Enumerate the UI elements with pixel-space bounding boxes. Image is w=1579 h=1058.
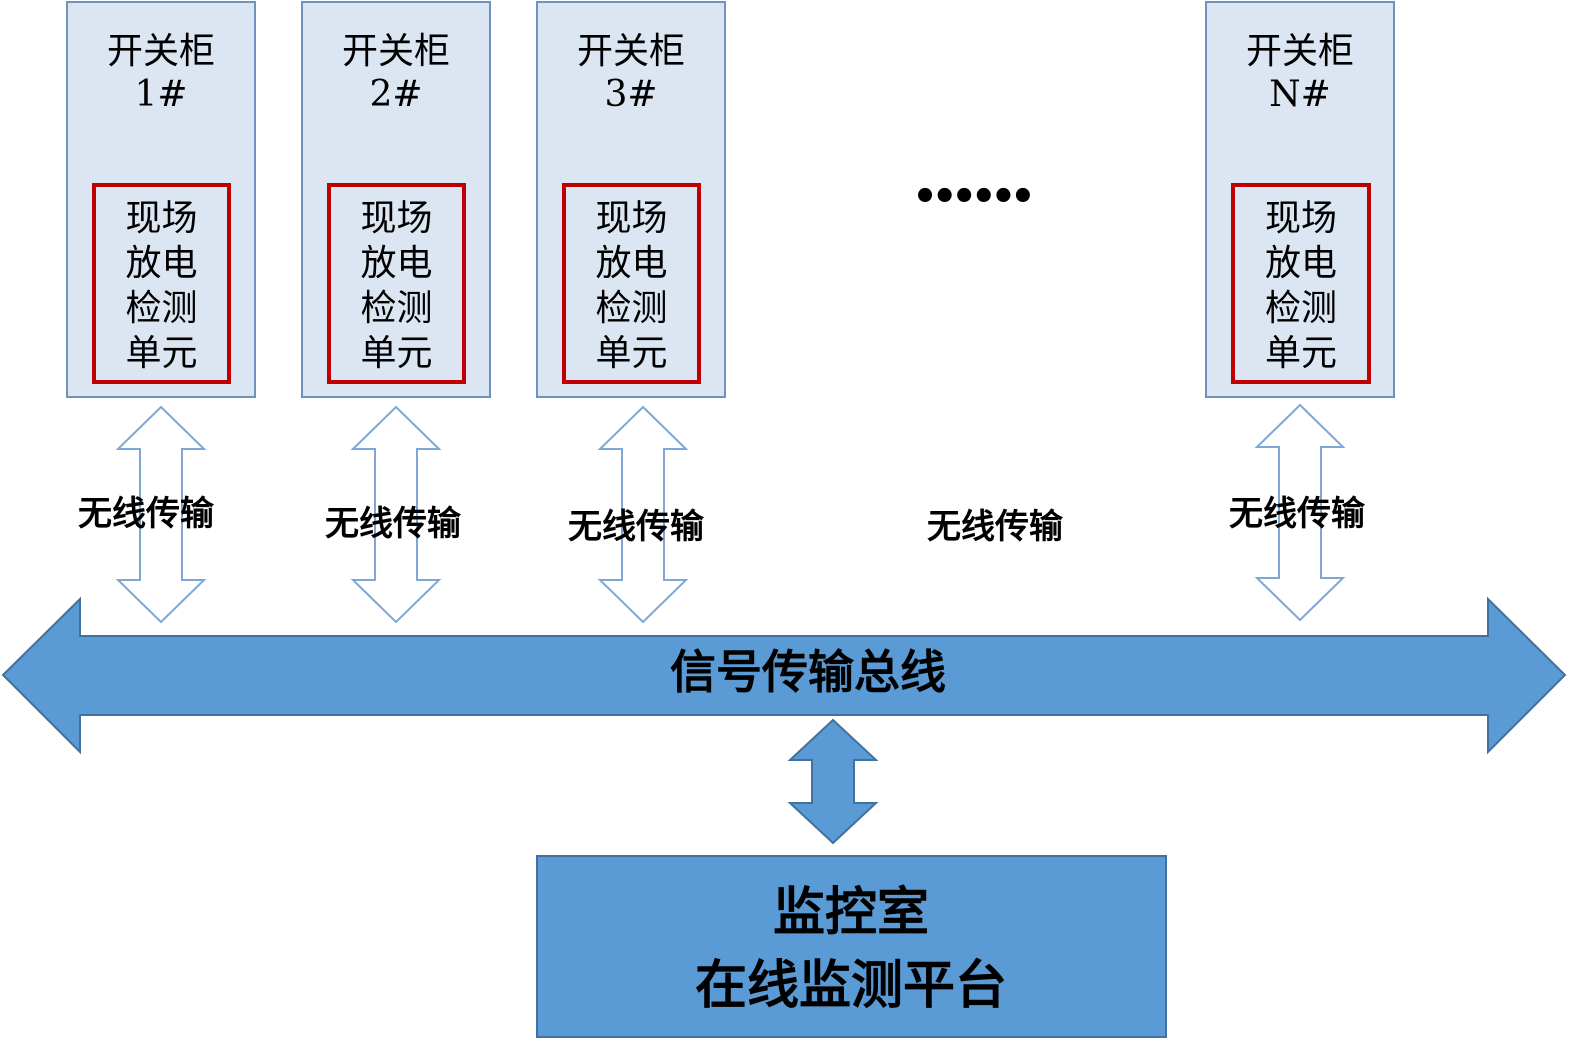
switchgear-cabinet-3: 开关柜 3# 现场 放电 检测 单元 xyxy=(536,1,726,398)
cabinet-title: 开关柜 xyxy=(342,31,450,72)
control-room-title: 监控室 xyxy=(773,883,929,943)
wireless-double-arrow-2 xyxy=(350,405,442,624)
signal-bus-arrow xyxy=(1,596,1567,755)
detection-unit-line: 现场 xyxy=(595,198,667,239)
detection-unit-line: 放电 xyxy=(595,243,667,284)
wireless-double-arrow-1 xyxy=(115,405,207,624)
wireless-double-arrow-n xyxy=(1254,403,1346,622)
detection-unit-line: 单元 xyxy=(360,333,432,374)
wireless-label-3: 无线传输 xyxy=(568,507,705,547)
detection-unit-line: 现场 xyxy=(125,198,197,239)
detection-unit-line: 放电 xyxy=(125,243,197,284)
wireless-label-4: 无线传输 xyxy=(927,507,1064,547)
cabinet-body xyxy=(66,1,256,398)
detection-unit-line: 检测 xyxy=(595,288,667,329)
cabinet-number: 1# xyxy=(134,74,187,115)
control-room-box xyxy=(536,855,1167,1038)
more-cabinets-ellipsis: •••••• xyxy=(912,174,1030,220)
switchgear-cabinet-2: 开关柜 2# 现场 放电 检测 单元 xyxy=(301,1,491,398)
detection-unit-line: 放电 xyxy=(1265,243,1337,284)
detection-unit-line: 检测 xyxy=(1265,288,1337,329)
wireless-label-2: 无线传输 xyxy=(325,504,462,544)
detection-unit-line: 单元 xyxy=(595,333,667,374)
cabinet-title: 开关柜 xyxy=(107,31,215,72)
detection-unit-box xyxy=(327,183,466,384)
cabinet-body xyxy=(536,1,726,398)
wireless-label-n: 无线传输 xyxy=(1229,494,1366,534)
switchgear-cabinet-n: 开关柜 N# 现场 放电 检测 单元 xyxy=(1205,1,1395,398)
detection-unit-box xyxy=(1231,183,1371,384)
cabinet-title: 开关柜 xyxy=(577,31,685,72)
detection-unit-line: 放电 xyxy=(360,243,432,284)
detection-unit-line: 检测 xyxy=(125,288,197,329)
cabinet-body xyxy=(1205,1,1395,398)
detection-unit-line: 单元 xyxy=(125,333,197,374)
detection-unit-line: 现场 xyxy=(360,198,432,239)
switchgear-cabinet-1: 开关柜 1# 现场 放电 检测 单元 xyxy=(66,1,256,398)
detection-unit-box xyxy=(562,183,701,384)
detection-unit-line: 检测 xyxy=(360,288,432,329)
signal-bus-label: 信号传输总线 xyxy=(670,645,946,699)
online-monitoring-platform: 在线监测平台 xyxy=(695,956,1007,1016)
detection-unit-box xyxy=(92,183,231,384)
wireless-label-1: 无线传输 xyxy=(78,494,215,534)
cabinet-title: 开关柜 xyxy=(1246,31,1354,72)
detection-unit-line: 现场 xyxy=(1265,198,1337,239)
cabinet-body xyxy=(301,1,491,398)
cabinet-number: 2# xyxy=(369,74,422,115)
detection-unit-line: 单元 xyxy=(1265,333,1337,374)
cabinet-number: N# xyxy=(1269,74,1331,115)
bus-room-double-arrow xyxy=(787,718,879,845)
wireless-double-arrow-3 xyxy=(597,405,689,624)
cabinet-number: 3# xyxy=(604,74,657,115)
control-room: 监控室 在线监测平台 xyxy=(536,855,1167,1038)
